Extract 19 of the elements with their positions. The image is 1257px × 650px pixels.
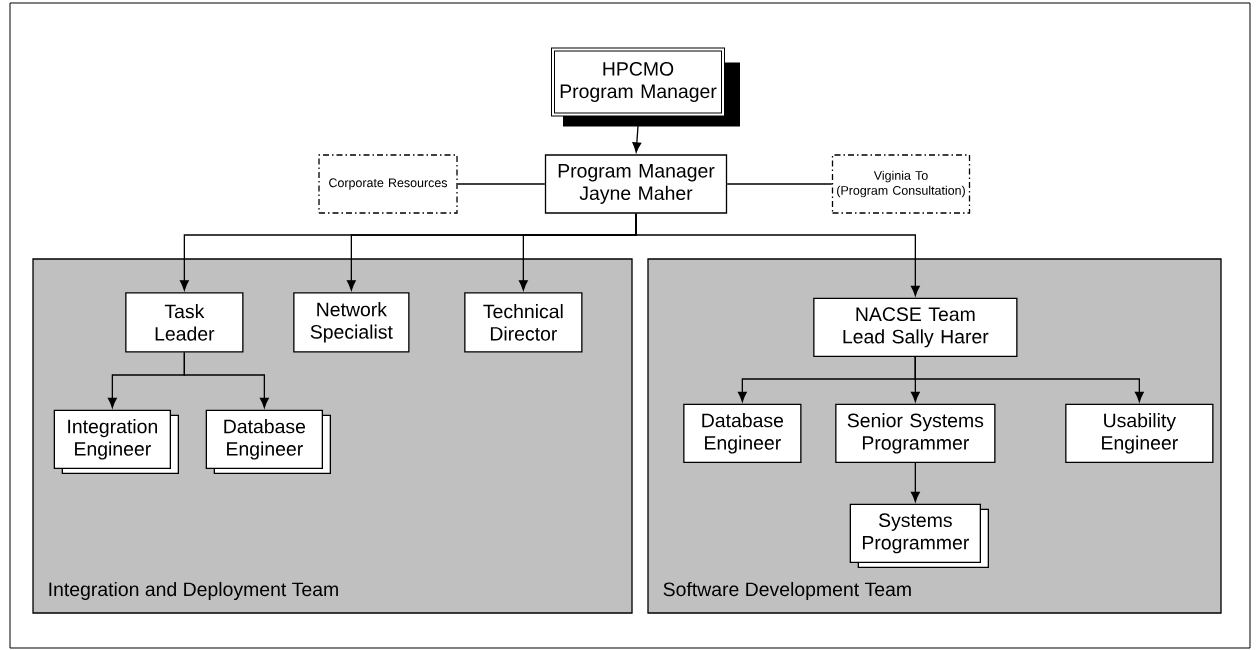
connector-arrow	[183, 351, 269, 408]
connector-arrow	[914, 356, 1144, 402]
role-box: Usability Engineer	[1065, 403, 1214, 463]
connector-arrow	[910, 462, 920, 502]
manager-box: HPCMO Program Manager	[551, 47, 740, 127]
role-box: Database Engineer	[683, 403, 802, 463]
role-box: Senior Systems Programmer	[835, 403, 996, 463]
connector-arrow	[635, 213, 920, 296]
role-box: Task Leader	[125, 292, 244, 353]
support-box: Viginia To (Program Consultation)	[831, 154, 971, 214]
support-box: Corporate Resources	[318, 154, 458, 214]
stacked-role-box: Systems Programmer	[849, 503, 989, 568]
role-box: Technical Director	[464, 292, 583, 353]
stacked-role-box: Database Engineer	[205, 409, 331, 474]
role-box: Program Manager Jayne Maher	[544, 154, 728, 214]
stacked-role-box: Integration Engineer	[53, 409, 179, 474]
connector-arrow	[632, 125, 642, 153]
role-box: Network Specialist	[293, 292, 410, 353]
role-box: NACSE Team Lead Sally Harer	[813, 297, 1018, 357]
